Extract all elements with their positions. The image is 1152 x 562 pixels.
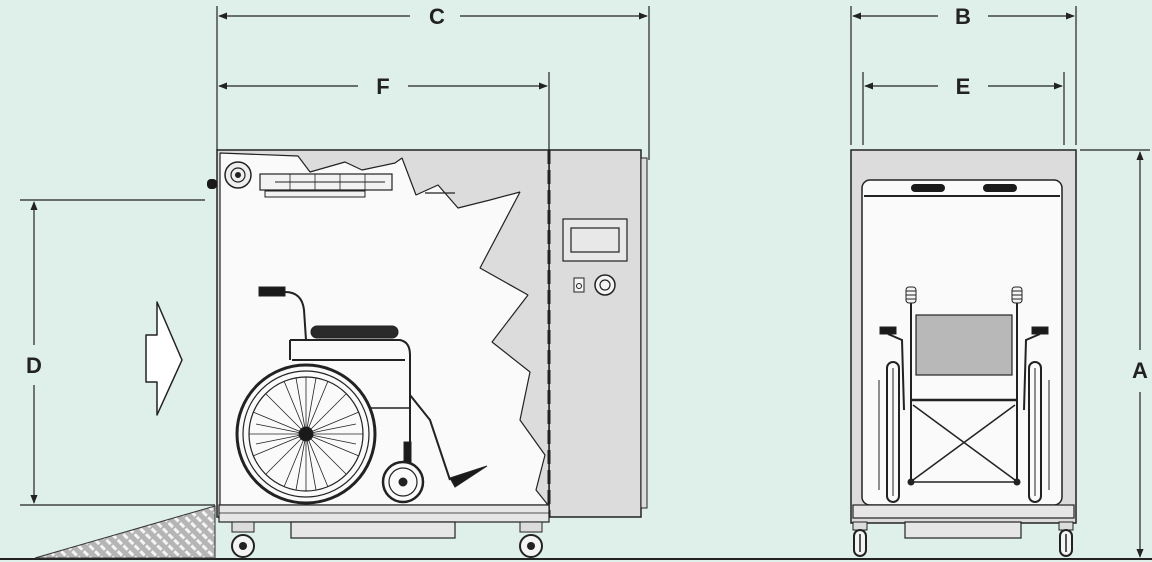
dimension-e: E [862, 72, 1065, 145]
front-caster-left [852, 521, 868, 557]
door-handle [207, 179, 217, 189]
dimension-f: F [218, 72, 550, 150]
dimension-label-b: B [955, 4, 971, 29]
dimension-d: D [20, 199, 215, 506]
dimension-c: C [216, 4, 650, 160]
wheelchair-side [235, 286, 488, 505]
dimension-a: A [1080, 149, 1150, 558]
floor-rack [218, 504, 550, 523]
diamond-plate-ramp [34, 505, 216, 559]
dimension-label-e: E [956, 74, 971, 99]
spray-nozzle-left [911, 184, 945, 192]
dimension-label-d: D [26, 353, 42, 378]
caster-right [519, 521, 543, 558]
dimension-label-a: A [1132, 358, 1148, 383]
front-caster-right [1058, 521, 1074, 557]
spray-nozzle-right [983, 184, 1017, 192]
arrow-right-outline-icon [145, 301, 183, 416]
wheelchair-front [878, 286, 1050, 503]
spray-manifold [259, 173, 455, 198]
control-knob [594, 274, 616, 296]
dimension-label-f: F [376, 74, 389, 99]
dimension-b: B [850, 4, 1077, 145]
power-switch [573, 277, 585, 293]
caster-left [231, 521, 255, 558]
dimension-label-c: C [429, 4, 445, 29]
